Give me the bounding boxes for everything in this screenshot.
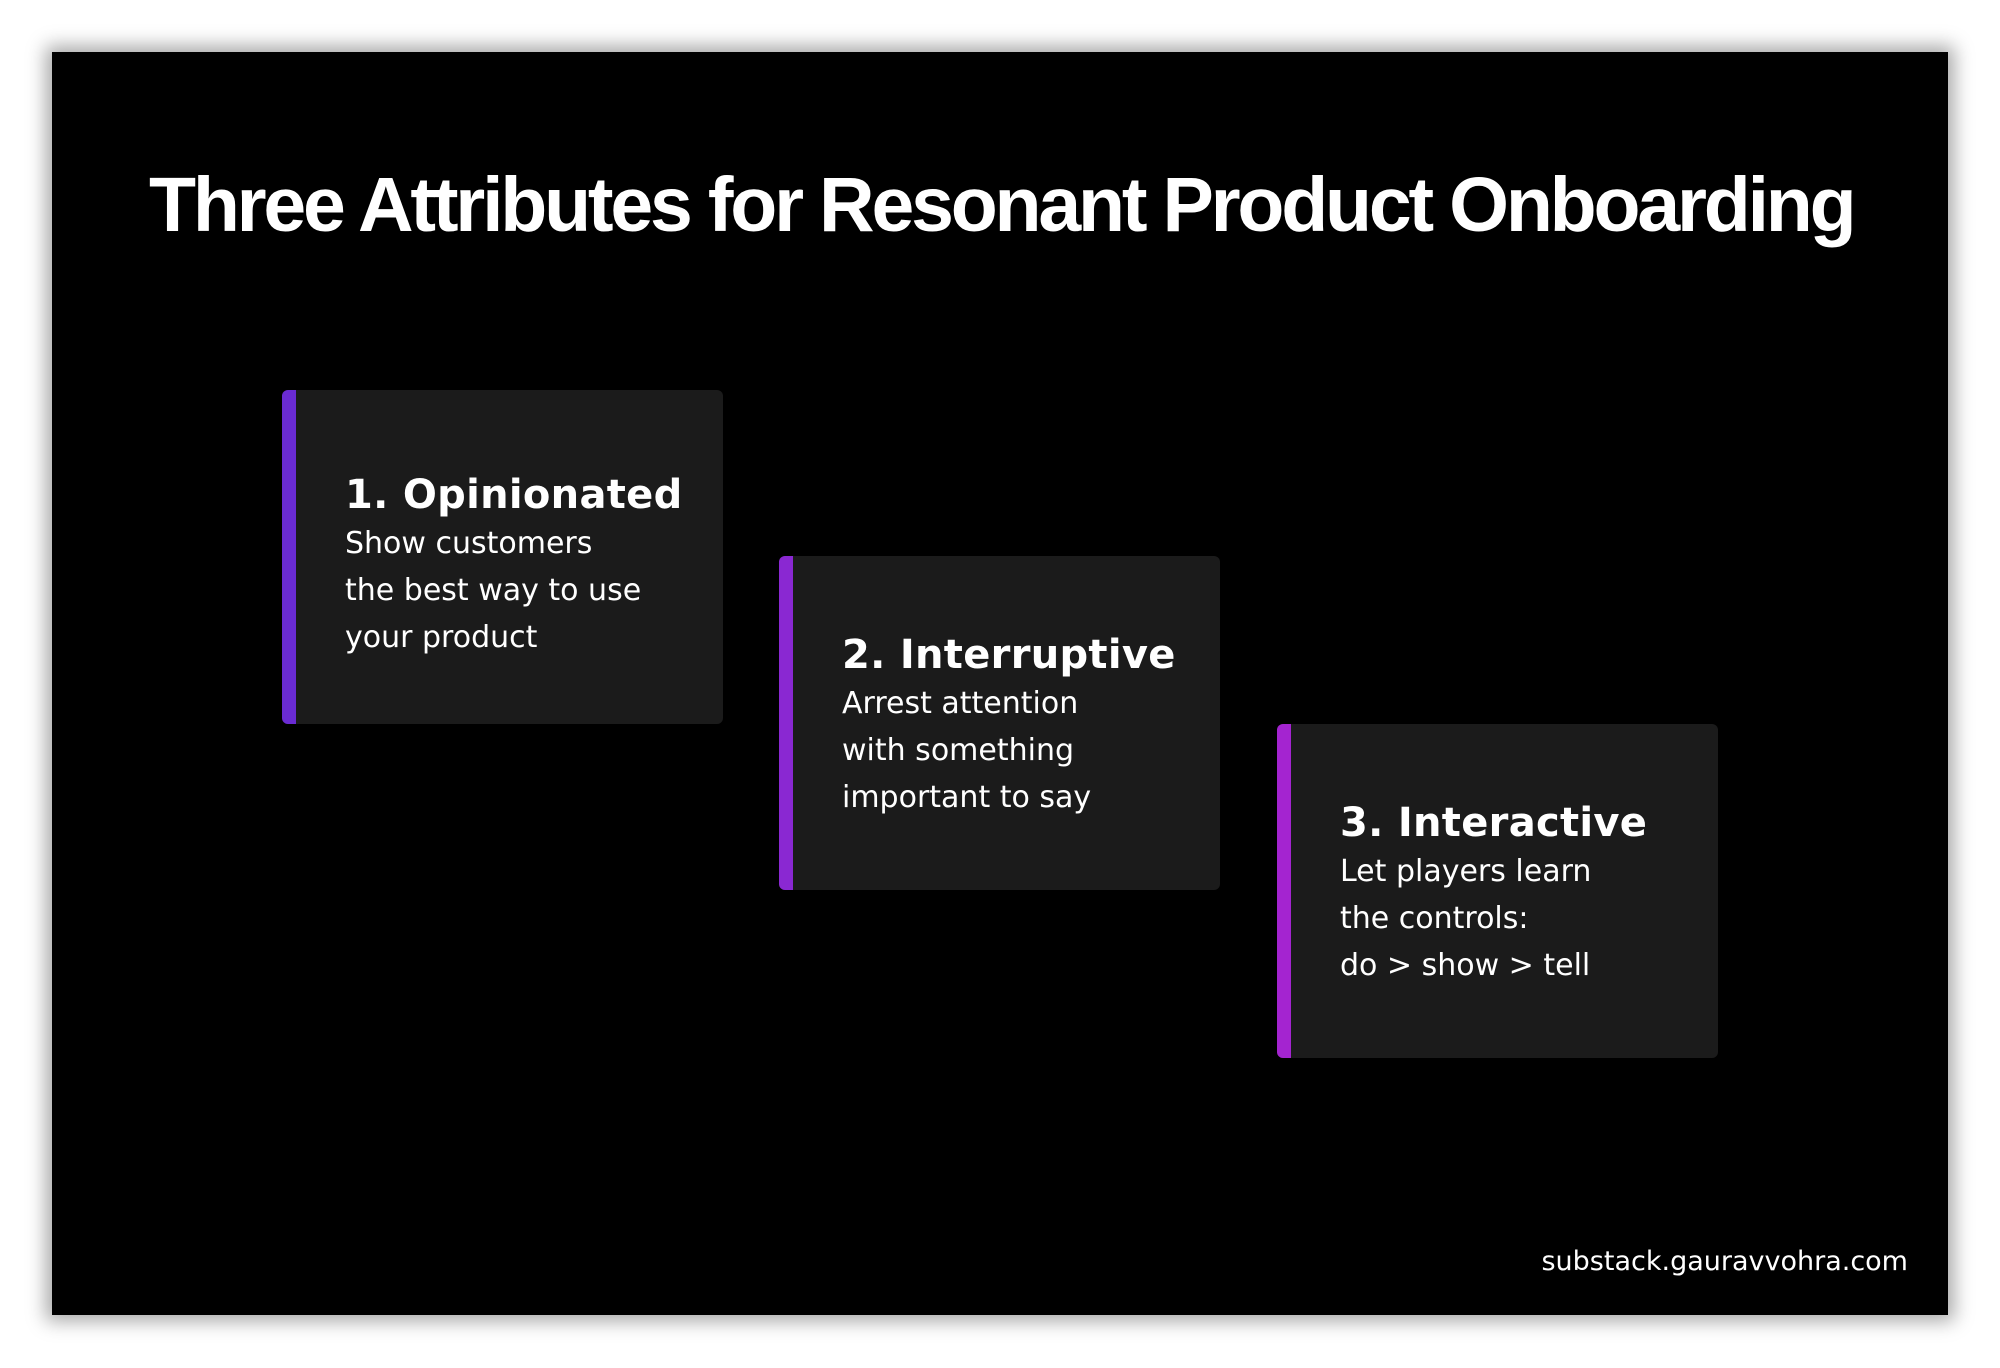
source-url: substack.gauravvohra.com [1541,1246,1908,1277]
attribute-card-interruptive: 2. Interruptive Arrest attention with so… [779,556,1220,890]
card-heading: 1. Opinionated [345,472,683,518]
card-text-line: your product [345,620,538,655]
card-text-line: Show customers [345,526,593,561]
card-text-line: the controls: [1340,901,1529,936]
card-heading: 2. Interruptive [842,632,1176,678]
card-heading: 3. Interactive [1340,800,1648,846]
card-accent-bar [779,556,793,890]
attribute-card-opinionated: 1. Opinionated Show customers the best w… [282,390,723,724]
card-text-line: with something [842,733,1075,768]
card-accent-bar [1277,724,1291,1058]
card-text-line: important to say [842,780,1092,815]
attribute-card-interactive: 3. Interactive Let players learn the con… [1277,724,1718,1058]
card-text-line: Let players learn [1340,854,1592,889]
card-text-line: do > show > tell [1340,948,1591,983]
slide-title: Three Attributes for Resonant Product On… [149,162,1857,248]
card-text-line: the best way to use [345,573,642,608]
card-text-line: Arrest attention [842,686,1079,721]
card-accent-bar [282,390,296,724]
